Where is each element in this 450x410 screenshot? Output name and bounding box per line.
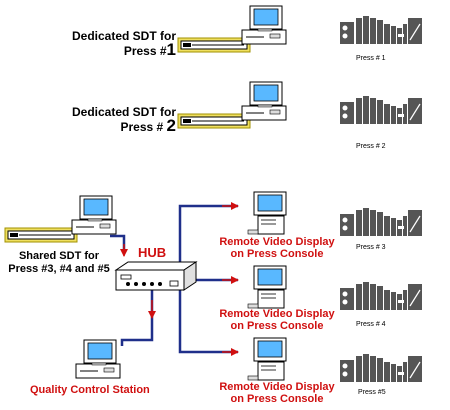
- remote-display-label-4: Remote Video Display on Press Console: [219, 308, 335, 332]
- press-label-5: Press #5: [358, 389, 386, 396]
- press-label-4: Press # 4: [356, 321, 386, 328]
- press-machine-1: [339, 15, 423, 45]
- press-label-3: Press # 3: [356, 244, 386, 251]
- sdt-unit-press-2: [177, 81, 287, 129]
- press-machine-4: [339, 281, 423, 311]
- shared-sdt-label-line2: Press #3, #4 and #5: [8, 263, 110, 275]
- press-machine-2: [339, 95, 423, 125]
- shared-sdt-unit: [4, 195, 117, 243]
- hub-device: [114, 261, 198, 291]
- sdt1-label-line2: Press #1: [123, 40, 176, 59]
- shared-sdt-label-line1: Shared SDT for: [18, 250, 100, 262]
- remote-display-computer-3: [247, 191, 287, 235]
- sdt-unit-press-1: [177, 5, 287, 53]
- qcs-label: Quality Control Station: [30, 384, 150, 396]
- qc-station-computer: [75, 339, 121, 379]
- press-label-1: Press # 1: [356, 55, 386, 62]
- sdt1-number: 1: [166, 40, 176, 59]
- sdt2-label: Dedicated SDT for Press # 2: [60, 105, 176, 135]
- remote-display-computer-5: [247, 337, 287, 381]
- arrows: [120, 202, 239, 356]
- remote-display-label-5: Remote Video Display on Press Console: [219, 381, 335, 405]
- sdt2-label-line2: Press # 2: [120, 116, 176, 135]
- sdt2-label-line1: Dedicated SDT for: [71, 105, 176, 119]
- press-label-2: Press # 2: [356, 143, 386, 150]
- press-machine-5: [339, 353, 423, 383]
- remote-display-label-3: Remote Video Display on Press Console: [219, 236, 335, 260]
- sdt2-number: 2: [166, 116, 176, 135]
- sdt1-label: Dedicated SDT for Press #1: [60, 29, 176, 59]
- remote-display-computer-4: [247, 265, 287, 309]
- sdt1-label-line1: Dedicated SDT for: [71, 29, 176, 43]
- press-machine-3: [339, 207, 423, 237]
- hub-label: HUB: [138, 245, 167, 260]
- shared-sdt-label: Shared SDT for Press #3, #4 and #5: [2, 250, 116, 276]
